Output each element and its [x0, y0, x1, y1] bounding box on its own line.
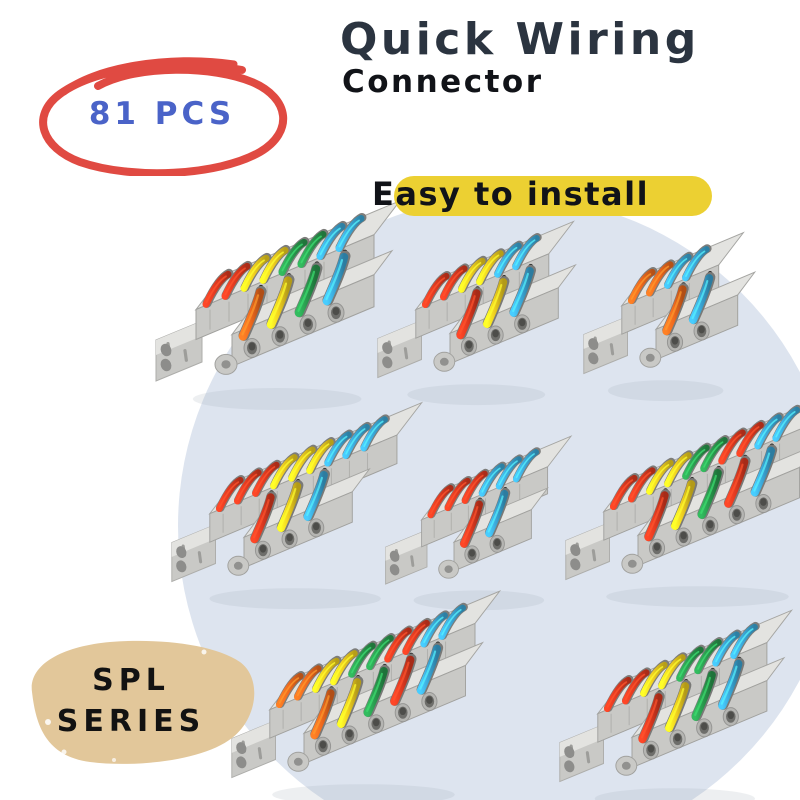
- wire-port[interactable]: [388, 563, 401, 577]
- wire-port[interactable]: [380, 355, 394, 370]
- connector-top-levers: [421, 233, 542, 309]
- wire-port[interactable]: [234, 755, 248, 770]
- connector-mounting-tab: [287, 751, 310, 772]
- connector-item[interactable]: [374, 220, 596, 412]
- connector-wire-ports: [314, 692, 438, 756]
- series-badge: SPL SERIES: [18, 626, 268, 776]
- connector-wire-ports: [254, 518, 325, 560]
- connector-top-levers: [275, 602, 468, 709]
- series-line-2: SERIES: [56, 704, 206, 739]
- wire-port[interactable]: [568, 543, 582, 558]
- quantity-badge: 81 PCS: [28, 52, 296, 176]
- connector-top-levers: [603, 621, 760, 713]
- connector-mounting-tab: [214, 353, 238, 375]
- connector-wire-ports: [642, 707, 739, 760]
- connector-wire-ports: [460, 314, 531, 356]
- wire-port[interactable]: [174, 559, 188, 574]
- connector-input-ports: [388, 549, 401, 577]
- connector-front-levers: [456, 263, 536, 340]
- series-line-1: SPL: [92, 663, 170, 698]
- connector-mounting-tab: [227, 555, 250, 576]
- wire-port[interactable]: [159, 357, 173, 373]
- connector-mounting-tab: [639, 347, 662, 368]
- feature-highlight-label: Easy to install: [372, 175, 650, 213]
- connector-wire-ports: [666, 321, 710, 352]
- connector-top-levers: [215, 414, 390, 513]
- wire-port[interactable]: [234, 741, 248, 756]
- connector-front-levers: [310, 641, 444, 740]
- connector-input-ports: [562, 745, 576, 774]
- page-title: Quick Wiring: [340, 14, 700, 65]
- connector-item[interactable]: [228, 590, 523, 800]
- quantity-badge-label: 81 PCS: [88, 96, 236, 132]
- connector-input-ports: [568, 543, 582, 572]
- connector-mounting-tab: [615, 755, 638, 776]
- connector-top-levers: [627, 244, 712, 305]
- connector-front-levers: [238, 249, 351, 341]
- feature-highlight-marker: [394, 176, 712, 216]
- tan-blob-shape-icon: [31, 640, 255, 764]
- connector-item[interactable]: [580, 231, 766, 408]
- connector-input-ports: [234, 741, 248, 770]
- connector-front-levers: [459, 486, 511, 548]
- wire-port[interactable]: [388, 549, 401, 563]
- wire-port[interactable]: [159, 342, 173, 358]
- connector-item[interactable]: [562, 404, 800, 614]
- connector-item[interactable]: [382, 435, 593, 617]
- connector-input-ports: [159, 342, 173, 373]
- connector-wire-ports: [464, 534, 505, 564]
- series-badge-label: SPL SERIES: [18, 660, 244, 742]
- wire-port[interactable]: [562, 745, 576, 760]
- connector-input-ports: [380, 341, 394, 370]
- wire-port[interactable]: [586, 337, 600, 352]
- connector-item[interactable]: [168, 401, 444, 616]
- hand-drawn-ellipse-icon: [39, 57, 288, 176]
- wire-port[interactable]: [586, 351, 600, 366]
- connector-top-levers: [202, 212, 367, 308]
- connector-item[interactable]: [556, 609, 800, 800]
- connector-top-levers: [609, 404, 800, 511]
- connector-front-levers: [644, 443, 778, 542]
- connector-mounting-tab: [438, 559, 459, 579]
- wire-port[interactable]: [562, 759, 576, 774]
- connector-input-ports: [174, 545, 188, 574]
- connector-top-levers: [427, 447, 541, 519]
- connector-input-ports: [586, 337, 600, 366]
- connector-wire-ports: [243, 302, 345, 358]
- connector-front-levers: [250, 467, 330, 544]
- connector-mounting-tab: [621, 553, 644, 574]
- connector-wire-ports: [648, 494, 772, 558]
- wire-port[interactable]: [568, 557, 582, 572]
- wire-port[interactable]: [380, 341, 394, 356]
- feature-highlight: Easy to install: [372, 168, 712, 220]
- wire-port[interactable]: [174, 545, 188, 560]
- page-subtitle: Connector: [342, 64, 544, 100]
- connector-front-levers: [638, 656, 745, 744]
- connector-item[interactable]: [152, 199, 424, 417]
- connector-front-levers: [662, 271, 716, 336]
- connector-mounting-tab: [433, 351, 456, 372]
